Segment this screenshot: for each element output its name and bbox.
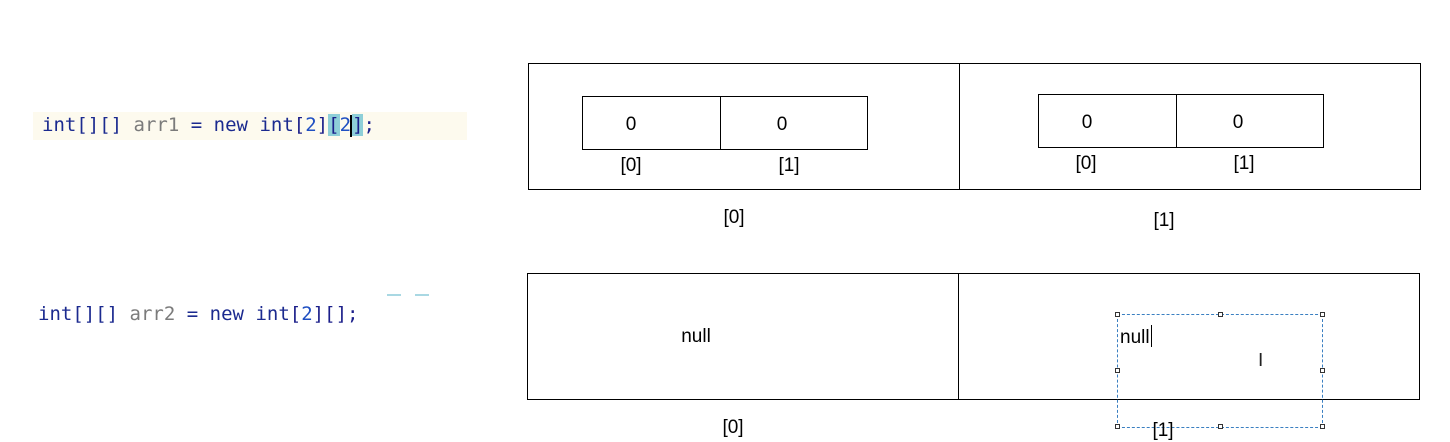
- text-caret: [1150, 325, 1153, 347]
- bracket-match-marks: [387, 294, 431, 296]
- equals-sign: =: [186, 303, 199, 325]
- outer-divider-arr1: [959, 63, 960, 190]
- resize-handle[interactable]: [1218, 424, 1223, 429]
- matched-bracket-close: ]: [352, 114, 364, 136]
- resize-handle[interactable]: [1320, 312, 1325, 317]
- resize-handle[interactable]: [1320, 368, 1325, 373]
- text-caret: [350, 114, 353, 137]
- outer-index-label: [0]: [723, 207, 745, 228]
- resize-handle[interactable]: [1218, 312, 1223, 317]
- type-keyword: int[][]: [38, 303, 119, 325]
- resize-handle[interactable]: [1115, 424, 1120, 429]
- outer-index-label: [0]: [722, 417, 744, 438]
- index-label: [0]: [620, 155, 642, 176]
- index-label: [1]: [778, 155, 800, 176]
- inner-array-box-left: [582, 96, 868, 150]
- code-rest: [];: [324, 303, 359, 325]
- int-keyword: int: [255, 303, 290, 325]
- int-keyword: int: [259, 114, 294, 136]
- null-value-editing: null: [1120, 327, 1150, 348]
- cell-value: 0: [625, 114, 637, 135]
- index-label: [1]: [1233, 153, 1255, 174]
- resize-handle[interactable]: [1115, 312, 1120, 317]
- outer-array-box-arr1: [528, 63, 1421, 190]
- cell-value: 0: [1081, 112, 1093, 133]
- size-literal: 2: [305, 114, 317, 136]
- bracket-close: ]: [312, 303, 325, 325]
- cell-value: 0: [1232, 112, 1244, 133]
- resize-handle[interactable]: [1115, 368, 1120, 373]
- bracket-open: [: [293, 114, 306, 136]
- outer-divider-arr2: [958, 273, 959, 400]
- text-box-content[interactable]: null: [1120, 325, 1153, 349]
- inner-array-box-right: [1038, 94, 1324, 148]
- new-keyword: new: [213, 114, 248, 136]
- bracket-open: [: [289, 303, 302, 325]
- equals-sign: =: [190, 114, 203, 136]
- semicolon: ;: [363, 114, 375, 136]
- variable-name: arr2: [129, 303, 176, 325]
- code-line-arr1[interactable]: int[][] arr1 = new int[2][2];: [33, 112, 467, 140]
- index-label: [0]: [1075, 153, 1097, 174]
- inner-divider-right: [1176, 94, 1177, 148]
- null-value: null: [681, 326, 711, 347]
- outer-index-label: [1]: [1152, 420, 1174, 441]
- size-literal-2: 2: [339, 114, 352, 136]
- resize-handle[interactable]: [1320, 424, 1325, 429]
- variable-name: arr1: [133, 114, 180, 136]
- inner-divider-left: [720, 96, 721, 150]
- type-keyword: int[][]: [42, 114, 123, 136]
- bracket-close: ]: [316, 114, 329, 136]
- matched-bracket-open: [: [328, 114, 340, 136]
- new-keyword: new: [209, 303, 244, 325]
- outer-index-label: [1]: [1153, 210, 1175, 231]
- i-beam-cursor-icon: I: [1258, 350, 1264, 371]
- cell-value: 0: [776, 114, 788, 135]
- outer-array-box-arr2: [527, 273, 1420, 400]
- size-literal: 2: [301, 303, 313, 325]
- code-line-arr2[interactable]: int[][] arr2 = new int[2][];: [30, 301, 464, 329]
